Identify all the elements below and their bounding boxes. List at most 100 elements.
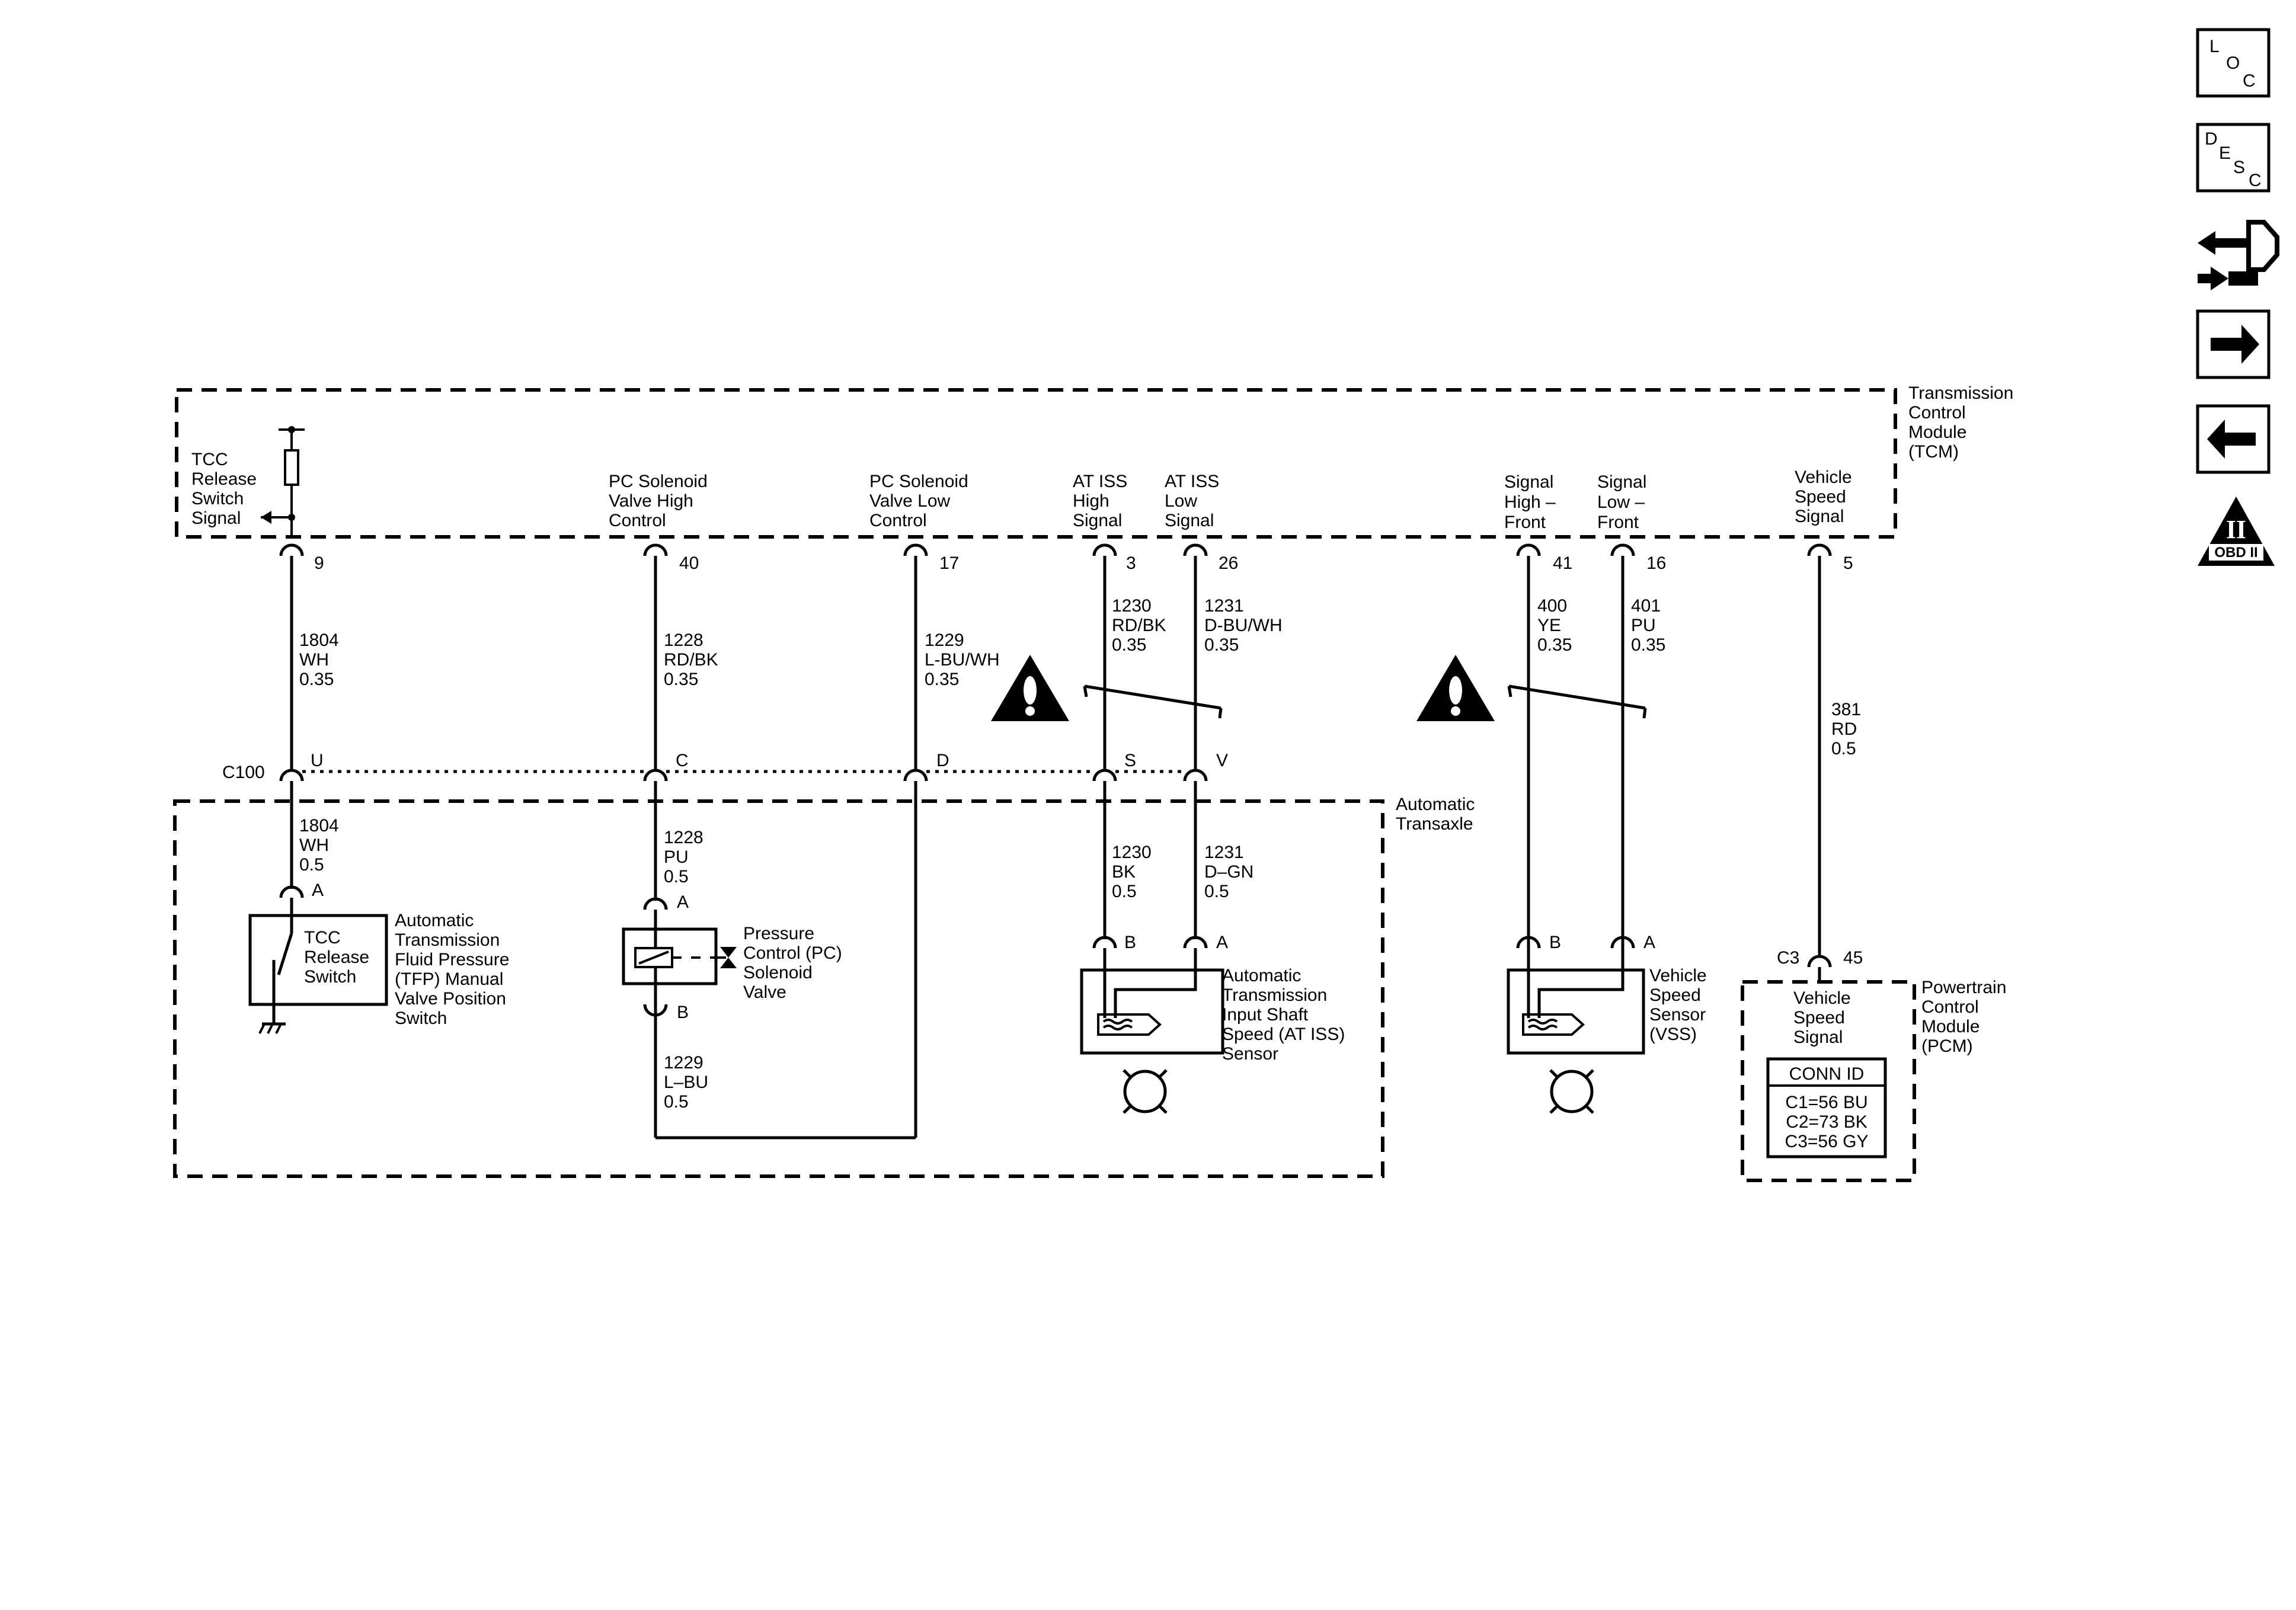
prev-arrow-icon[interactable] — [2196, 404, 2271, 474]
wire-1231-lower-label: 1231 D–GN 0.5 — [1204, 843, 1253, 901]
svg-text:Signal: Signal — [1504, 472, 1553, 492]
svg-text:A: A — [312, 881, 324, 900]
lower-wires — [290, 781, 1197, 1140]
svg-text:C2=73 BK: C2=73 BK — [1786, 1112, 1868, 1132]
svg-text:Low –: Low – — [1597, 492, 1645, 512]
svg-text:PC Solenoid: PC Solenoid — [609, 472, 708, 491]
svg-text:D-BU/WH: D-BU/WH — [1204, 616, 1283, 635]
svg-text:High: High — [1073, 491, 1109, 511]
svg-text:A: A — [677, 892, 689, 912]
connector-swap-icon[interactable] — [2198, 220, 2279, 290]
svg-text:L: L — [2209, 37, 2220, 56]
svg-text:Control: Control — [869, 511, 927, 530]
svg-text:D: D — [936, 751, 949, 770]
tfp-switch: A — [248, 881, 388, 1034]
svg-text:Automatic: Automatic — [1222, 966, 1301, 985]
svg-text:TCC: TCC — [304, 928, 341, 948]
svg-text:C3=56 GY: C3=56 GY — [1785, 1132, 1869, 1151]
at-iss-sensor: B A — [1080, 933, 1228, 1114]
svg-text:WH: WH — [299, 836, 329, 855]
warning-icon — [991, 655, 1069, 721]
wire-1230-upper-label: 1230 RD/BK 0.35 — [1112, 596, 1166, 655]
svg-text:Valve Low: Valve Low — [869, 491, 951, 511]
svg-text:Automatic: Automatic — [1396, 795, 1475, 814]
signal-low-front-label: Signal Low – Front — [1597, 472, 1646, 532]
transaxle-boundary — [173, 799, 1384, 1178]
svg-text:41: 41 — [1553, 553, 1572, 573]
svg-text:Signal: Signal — [1073, 511, 1122, 530]
svg-text:Module: Module — [1908, 422, 1966, 442]
pcm-signal-label: Vehicle Speed Signal — [1793, 988, 1851, 1047]
svg-text:0.35: 0.35 — [1204, 635, 1239, 655]
svg-text:Valve: Valve — [743, 982, 786, 1002]
svg-text:Speed: Speed — [1649, 985, 1701, 1005]
svg-text:Transmission: Transmission — [1222, 985, 1327, 1005]
svg-text:Front: Front — [1504, 513, 1546, 532]
svg-text:Vehicle: Vehicle — [1795, 468, 1852, 487]
svg-text:S: S — [1124, 751, 1136, 770]
svg-text:45: 45 — [1843, 948, 1863, 968]
pc-solenoid-label: Pressure Control (PC) Solenoid Valve — [743, 924, 842, 1002]
svg-text:Control: Control — [1921, 997, 1979, 1017]
twisted-pair-iss — [1083, 684, 1223, 719]
svg-text:TCC: TCC — [191, 450, 228, 469]
svg-text:D: D — [2205, 129, 2218, 149]
loc-icon[interactable]: L O C — [2196, 28, 2271, 98]
c100-connector — [279, 769, 1208, 782]
svg-text:381: 381 — [1831, 700, 1861, 719]
svg-text:Fluid Pressure: Fluid Pressure — [395, 950, 509, 969]
svg-text:Low: Low — [1165, 491, 1197, 511]
svg-text:Transmission: Transmission — [1908, 383, 2013, 403]
svg-text:B: B — [1549, 933, 1561, 952]
svg-text:Signal: Signal — [1795, 507, 1844, 526]
svg-text:9: 9 — [314, 553, 324, 573]
wire-401-label: 401 PU 0.35 — [1631, 596, 1665, 655]
svg-text:V: V — [1216, 751, 1228, 770]
obd-ii-icon[interactable]: II OBD II — [2198, 497, 2275, 566]
wire-1804-upper-label: 1804 WH 0.35 — [299, 630, 339, 689]
svg-text:1229: 1229 — [925, 630, 964, 650]
svg-text:1230: 1230 — [1112, 596, 1152, 616]
desc-icon[interactable]: D E S C — [2196, 123, 2271, 193]
svg-text:1228: 1228 — [664, 630, 703, 650]
wire-1231-upper-label: 1231 D-BU/WH 0.35 — [1204, 596, 1283, 655]
svg-text:A: A — [1643, 933, 1655, 952]
svg-text:Control: Control — [1908, 403, 1966, 422]
svg-text:B: B — [1124, 933, 1136, 952]
svg-text:WH: WH — [299, 650, 329, 670]
svg-text:A: A — [1216, 933, 1228, 952]
svg-text:Module: Module — [1921, 1017, 1980, 1036]
wire-1228-upper-label: 1228 RD/BK 0.35 — [664, 630, 718, 689]
svg-text:YE: YE — [1537, 616, 1561, 635]
svg-text:B: B — [677, 1003, 689, 1022]
svg-text:Speed: Speed — [1795, 487, 1846, 507]
svg-text:O: O — [2226, 53, 2240, 73]
wire-400-label: 400 YE 0.35 — [1537, 596, 1572, 655]
upper-wires — [290, 556, 1821, 957]
svg-text:1229: 1229 — [664, 1053, 703, 1073]
svg-text:RD/BK: RD/BK — [664, 650, 718, 670]
svg-text:Signal: Signal — [1793, 1028, 1843, 1047]
wire-1229-upper-label: 1229 L-BU/WH 0.35 — [925, 630, 1000, 689]
svg-text:Control (PC): Control (PC) — [743, 943, 842, 963]
svg-text:AT ISS: AT ISS — [1165, 472, 1219, 491]
tcm-boundary — [175, 388, 1897, 539]
svg-text:Valve High: Valve High — [609, 491, 693, 511]
svg-text:High –: High – — [1504, 492, 1556, 512]
svg-text:Automatic: Automatic — [395, 911, 474, 930]
svg-text:Switch: Switch — [395, 1009, 447, 1028]
svg-text:Release: Release — [304, 948, 369, 967]
svg-text:Release: Release — [191, 469, 257, 489]
next-arrow-icon[interactable] — [2196, 309, 2271, 379]
svg-text:PU: PU — [1631, 616, 1656, 635]
svg-text:16: 16 — [1646, 553, 1666, 573]
svg-text:(TFP) Manual: (TFP) Manual — [395, 969, 503, 989]
svg-text:PC Solenoid: PC Solenoid — [869, 472, 968, 491]
svg-text:S: S — [2233, 158, 2245, 177]
svg-text:1231: 1231 — [1204, 843, 1244, 862]
svg-text:PU: PU — [664, 847, 689, 867]
pcm-conn-id-table: CONN ID C1=56 BU C2=73 BK C3=56 GY — [1766, 1057, 1887, 1158]
svg-text:Valve Position: Valve Position — [395, 989, 506, 1009]
iss-high-signal-label: AT ISS High Signal — [1073, 472, 1127, 530]
svg-text:0.35: 0.35 — [1537, 635, 1572, 655]
